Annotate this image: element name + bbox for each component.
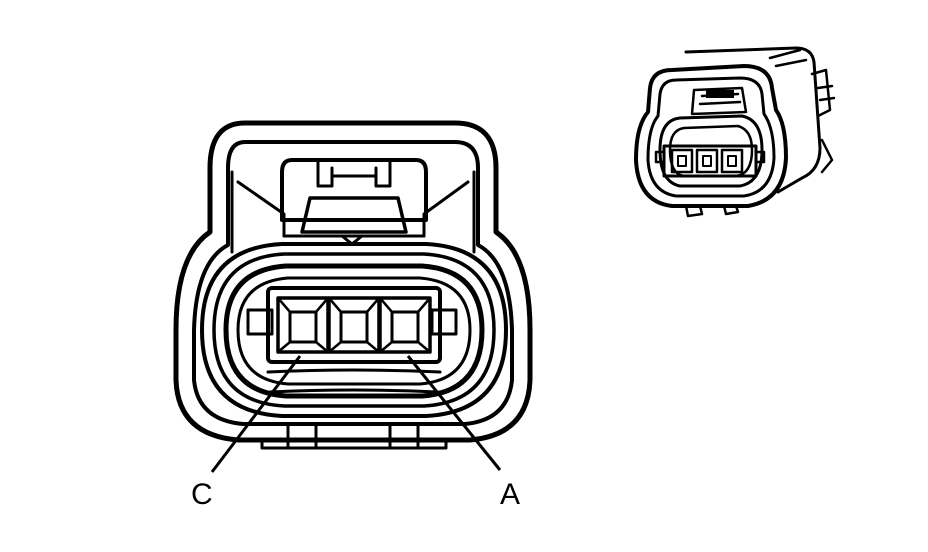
- iso-pin-1: [670, 148, 694, 174]
- iso-front-housing: [634, 64, 788, 208]
- iso-side-keys: [654, 150, 766, 164]
- bezel-ring-4: [236, 276, 472, 386]
- iso-pin-detail: [677, 155, 737, 167]
- connector-face-icon: [173, 120, 533, 450]
- bottom-tab-left: [286, 424, 318, 450]
- pin-cavity-c: [276, 296, 330, 354]
- iso-bottom-tabs: [684, 204, 740, 218]
- outer-housing: [173, 120, 533, 443]
- iso-cavity: [658, 114, 764, 188]
- inner-housing-rim: [192, 140, 514, 426]
- connector-iso-icon: [634, 46, 836, 218]
- leader-line-c: [210, 355, 302, 473]
- bottom-tab-right: [388, 424, 420, 450]
- side-key-right: [430, 308, 458, 336]
- bezel-ring-3: [223, 263, 485, 399]
- lock-latch-outer: [280, 158, 428, 222]
- terminal-block: [266, 286, 442, 364]
- pin-label-a: A: [500, 478, 520, 511]
- leader-line-a: [406, 355, 502, 471]
- lock-latch-ramp: [300, 196, 408, 234]
- bottom-base: [260, 438, 448, 450]
- lock-latch-tab-left: [316, 158, 334, 188]
- iso-rear-body: [684, 46, 822, 194]
- left-rail-inner: [236, 180, 286, 238]
- pin-cavity-b: [327, 296, 381, 354]
- bezel-outer: [200, 242, 508, 418]
- right-rail-inner: [422, 180, 470, 238]
- iso-latch-dark: [706, 90, 734, 98]
- iso-rear-ribs: [810, 68, 836, 174]
- iso-rear-edge: [768, 48, 808, 68]
- pin-cavity-a: [378, 296, 432, 354]
- iso-pin-2: [695, 148, 719, 174]
- bezel-ring-2: [212, 252, 496, 408]
- lock-latch-tab-right: [374, 158, 392, 188]
- pin-label-c: C: [191, 478, 213, 511]
- iso-pin-3: [720, 148, 744, 174]
- side-key-left: [246, 308, 274, 336]
- bezel-lower-arc: [266, 368, 442, 374]
- iso-front-rim: [646, 76, 776, 198]
- bezel-lower-arc-2: [268, 388, 440, 394]
